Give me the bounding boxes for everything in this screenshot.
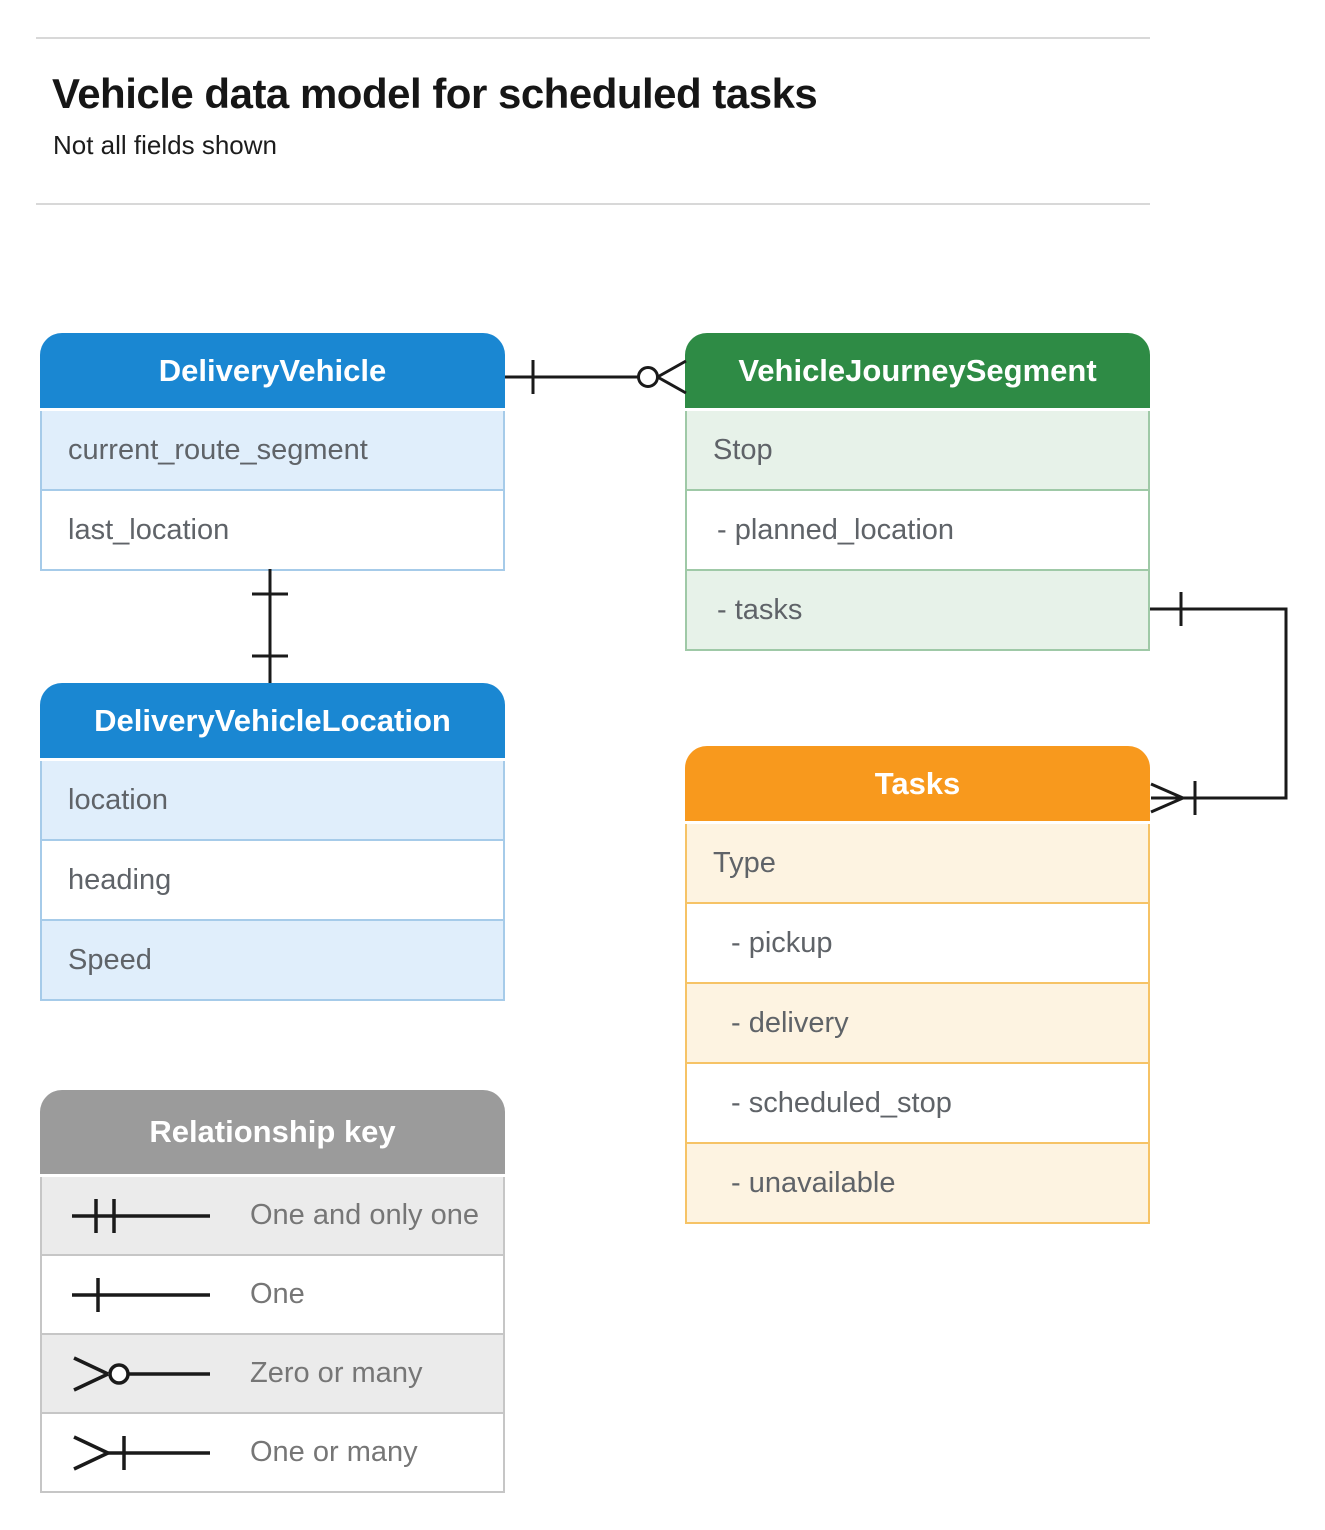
entity-title: Tasks [685,746,1150,824]
legend-row-one-and-only-one: One and only one [42,1177,503,1254]
entity-title: VehicleJourneySegment [685,333,1150,411]
entity-title: DeliveryVehicleLocation [40,683,505,761]
entity-fields: current_route_segment last_location [40,411,505,571]
field-row: - pickup [687,902,1148,982]
field-row: - scheduled_stop [687,1062,1148,1142]
field-row: Stop [687,411,1148,489]
entity-vehicle-journey-segment: VehicleJourneySegment Stop - planned_loc… [685,333,1150,651]
entity-title: DeliveryVehicle [40,333,505,411]
connector-tasks [1150,592,1288,815]
field-row: - unavailable [687,1142,1148,1222]
entity-delivery-vehicle: DeliveryVehicle current_route_segment la… [40,333,505,571]
one-or-many-icon [73,1434,210,1471]
relationship-key-title: Relationship key [40,1090,505,1177]
entity-fields: Type - pickup - delivery - scheduled_sto… [685,824,1150,1224]
legend-label: One [250,1278,305,1310]
connector-deliveryvehicle-deliveryvehiclelocation [252,569,288,683]
field-row: location [42,761,503,839]
legend-label: One or many [250,1436,418,1468]
legend-row-one: One [42,1254,503,1333]
field-row: Speed [42,919,503,999]
one-icon [72,1277,210,1312]
field-row: - planned_location [687,489,1148,569]
legend-row-one-or-many: One or many [42,1412,503,1491]
field-row: current_route_segment [42,411,503,489]
top-divider [36,37,1150,39]
relationship-key-rows: One and only one One Zer [40,1177,505,1493]
field-row: Type [687,824,1148,902]
field-row: - tasks [687,569,1148,649]
one-and-only-one-icon [72,1198,210,1233]
legend-label: Zero or many [250,1357,423,1389]
page-subtitle: Not all fields shown [53,130,277,160]
field-row: heading [42,839,503,919]
zero-or-many-icon [73,1355,210,1392]
page-title: Vehicle data model for scheduled tasks [52,70,818,117]
field-row: last_location [42,489,503,569]
entity-tasks: Tasks Type - pickup - delivery - schedul… [685,746,1150,1224]
legend-label: One and only one [250,1199,479,1231]
entity-delivery-vehicle-location: DeliveryVehicleLocation location heading… [40,683,505,1001]
connector-deliveryvehicle-vehiclejourneysegment [505,359,687,395]
entity-fields: Stop - planned_location - tasks [685,411,1150,651]
field-row: - delivery [687,982,1148,1062]
entity-fields: location heading Speed [40,761,505,1001]
relationship-key: Relationship key One and only one One [40,1090,505,1493]
legend-row-zero-or-many: Zero or many [42,1333,503,1412]
header-divider [36,203,1150,205]
